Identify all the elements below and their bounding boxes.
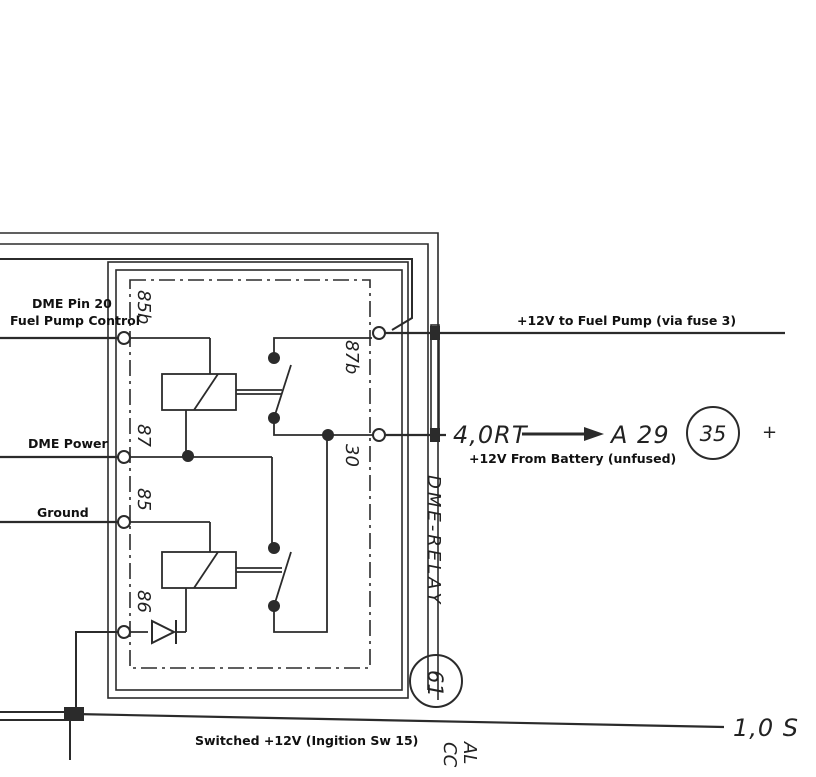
wire-gauge-switched: 1,0 S xyxy=(733,714,799,742)
terminal-87 xyxy=(117,450,131,464)
cut-text-a: AL xyxy=(459,741,480,764)
annotation-ground: Ground xyxy=(37,505,89,520)
label-87b: 87b xyxy=(341,340,362,374)
annotation-dme-pin20: DME Pin 20 xyxy=(32,296,112,311)
junction-87 xyxy=(182,450,194,462)
label-87: 87 xyxy=(133,424,154,447)
label-86: 86 xyxy=(133,590,154,613)
arrow-right-icon xyxy=(522,427,604,441)
junction-30 xyxy=(322,429,334,441)
plus-sign: + xyxy=(762,422,777,443)
diode-icon xyxy=(151,619,177,645)
relay-1-contact-top xyxy=(268,352,280,364)
relay-1-wiring xyxy=(130,337,374,457)
relay-2-wiring xyxy=(130,435,328,633)
terminal-86 xyxy=(117,625,131,639)
label-85b: 85b xyxy=(133,290,154,324)
splice-block xyxy=(64,707,84,721)
label-85: 85 xyxy=(133,488,154,511)
power-bus-87 xyxy=(130,456,273,548)
relay-inner-outline xyxy=(129,279,371,669)
terminal-30 xyxy=(372,428,386,442)
node-35-label: 35 xyxy=(700,422,727,446)
annotation-dme-power: DME Power xyxy=(28,436,108,451)
relay-2-contact-top xyxy=(268,542,280,554)
annotation-switched: Switched +12V (Ingition Sw 15) xyxy=(195,733,418,748)
top-feed-wire xyxy=(0,258,413,331)
node-61-label: 61 xyxy=(423,670,447,697)
destination-label: A 29 xyxy=(609,421,670,449)
terminal-87b xyxy=(372,326,386,340)
relay-housing-frame xyxy=(0,232,439,700)
switched-supply-bus xyxy=(0,631,124,760)
relay-2-contact-bottom xyxy=(268,600,280,612)
annotation-fuel-pump-out: +12V to Fuel Pump (via fuse 3) xyxy=(517,313,736,328)
terminal-85 xyxy=(117,515,131,529)
connector-marker-30 xyxy=(430,428,440,442)
terminal-circles xyxy=(117,326,386,639)
label-30: 30 xyxy=(341,444,362,467)
terminal-85b xyxy=(117,331,131,345)
cut-text-b: CC xyxy=(439,742,460,768)
connector-marker-87b xyxy=(430,326,440,340)
relay-1-contact-bottom xyxy=(268,412,280,424)
annotation-battery-in: +12V From Battery (unfused) xyxy=(469,451,676,466)
node-35-circle xyxy=(686,406,740,460)
relay-name-label: DME-RELAY xyxy=(423,475,444,606)
wire-gauge-main: 4,0RT xyxy=(453,421,529,449)
annotation-fuel-pump-control: Fuel Pump Control xyxy=(10,313,140,328)
external-wires xyxy=(0,331,785,729)
node-61-circle xyxy=(409,654,463,708)
